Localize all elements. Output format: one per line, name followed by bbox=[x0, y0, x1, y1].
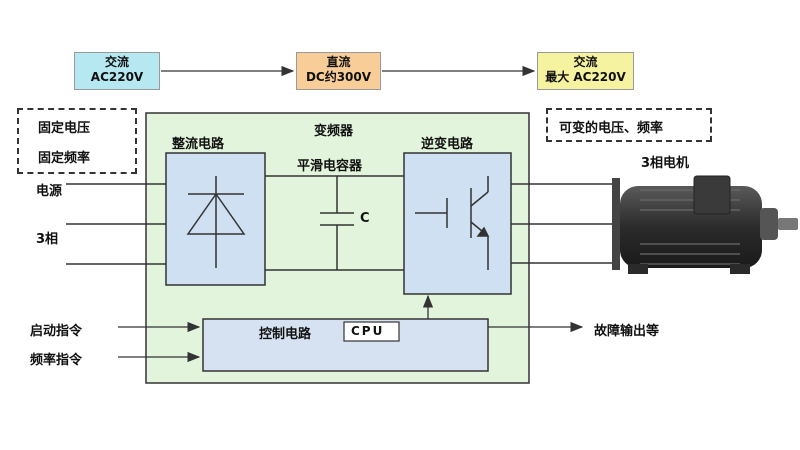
input-note-box bbox=[17, 108, 137, 174]
cpu-label: CPU bbox=[351, 324, 385, 338]
motor-label: 3相电机 bbox=[641, 156, 690, 171]
flow-stage-ac-out: 交流 最大 AC220V bbox=[537, 52, 634, 90]
power-input-lines bbox=[66, 183, 166, 265]
cpu-box bbox=[343, 321, 400, 342]
diode-icon bbox=[186, 176, 246, 268]
transistor-icon bbox=[415, 176, 490, 270]
start-command-label: 启动指令 bbox=[30, 324, 83, 339]
motor-icon bbox=[612, 175, 798, 274]
motor-output-lines bbox=[511, 183, 612, 264]
input-note-line2: 固定频率 bbox=[38, 151, 91, 166]
flow-stage-ac-in-line1: 交流 bbox=[104, 55, 129, 69]
rectifier-label: 整流电路 bbox=[172, 137, 225, 152]
flow-stage-ac-in: 交流 AC220V bbox=[74, 52, 160, 90]
input-note-line1: 固定电压 bbox=[38, 121, 91, 136]
flow-stage-dc-line1: 直流 bbox=[326, 55, 351, 69]
flow-stage-dc: 直流 DC约300V bbox=[296, 52, 381, 90]
fault-output-label: 故障输出等 bbox=[594, 324, 660, 339]
capacitor-c-label: C bbox=[360, 211, 370, 226]
flow-stage-dc-line2: DC约300V bbox=[305, 70, 372, 84]
output-note-text: 可变的电压、频率 bbox=[559, 121, 664, 136]
inverter-title: 变频器 bbox=[314, 124, 354, 139]
capacitor-icon bbox=[320, 176, 354, 270]
flow-stage-ac-out-line1: 交流 bbox=[573, 55, 598, 69]
flow-stage-ac-out-line2: 最大 AC220V bbox=[545, 70, 626, 84]
smoothing-capacitor-label: 平滑电容器 bbox=[297, 159, 363, 174]
control-circuit-label: 控制电路 bbox=[259, 327, 312, 342]
phase-label: 3相 bbox=[36, 232, 59, 247]
power-label: 电源 bbox=[36, 184, 63, 199]
frequency-command-label: 频率指令 bbox=[30, 353, 83, 368]
output-note-box bbox=[546, 108, 712, 142]
inverter-circuit-label: 逆变电路 bbox=[421, 137, 474, 152]
flow-stage-ac-in-line2: AC220V bbox=[90, 70, 144, 84]
inverter-block bbox=[403, 152, 512, 295]
